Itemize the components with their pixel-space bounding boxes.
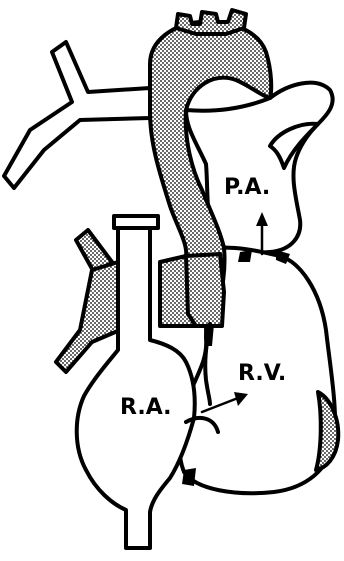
label-right-ventricle: R.V. (238, 361, 286, 386)
descending-aorta (186, 254, 224, 326)
subclavian-branch (4, 42, 150, 188)
label-pulmonary-artery: P.A. (224, 175, 270, 200)
arch-vessels (176, 10, 246, 34)
tricuspid-shadow (182, 468, 196, 486)
label-right-atrium: R.A. (120, 395, 172, 420)
right-pulmonary-veins (56, 262, 120, 372)
vena-cava-top (114, 216, 158, 228)
